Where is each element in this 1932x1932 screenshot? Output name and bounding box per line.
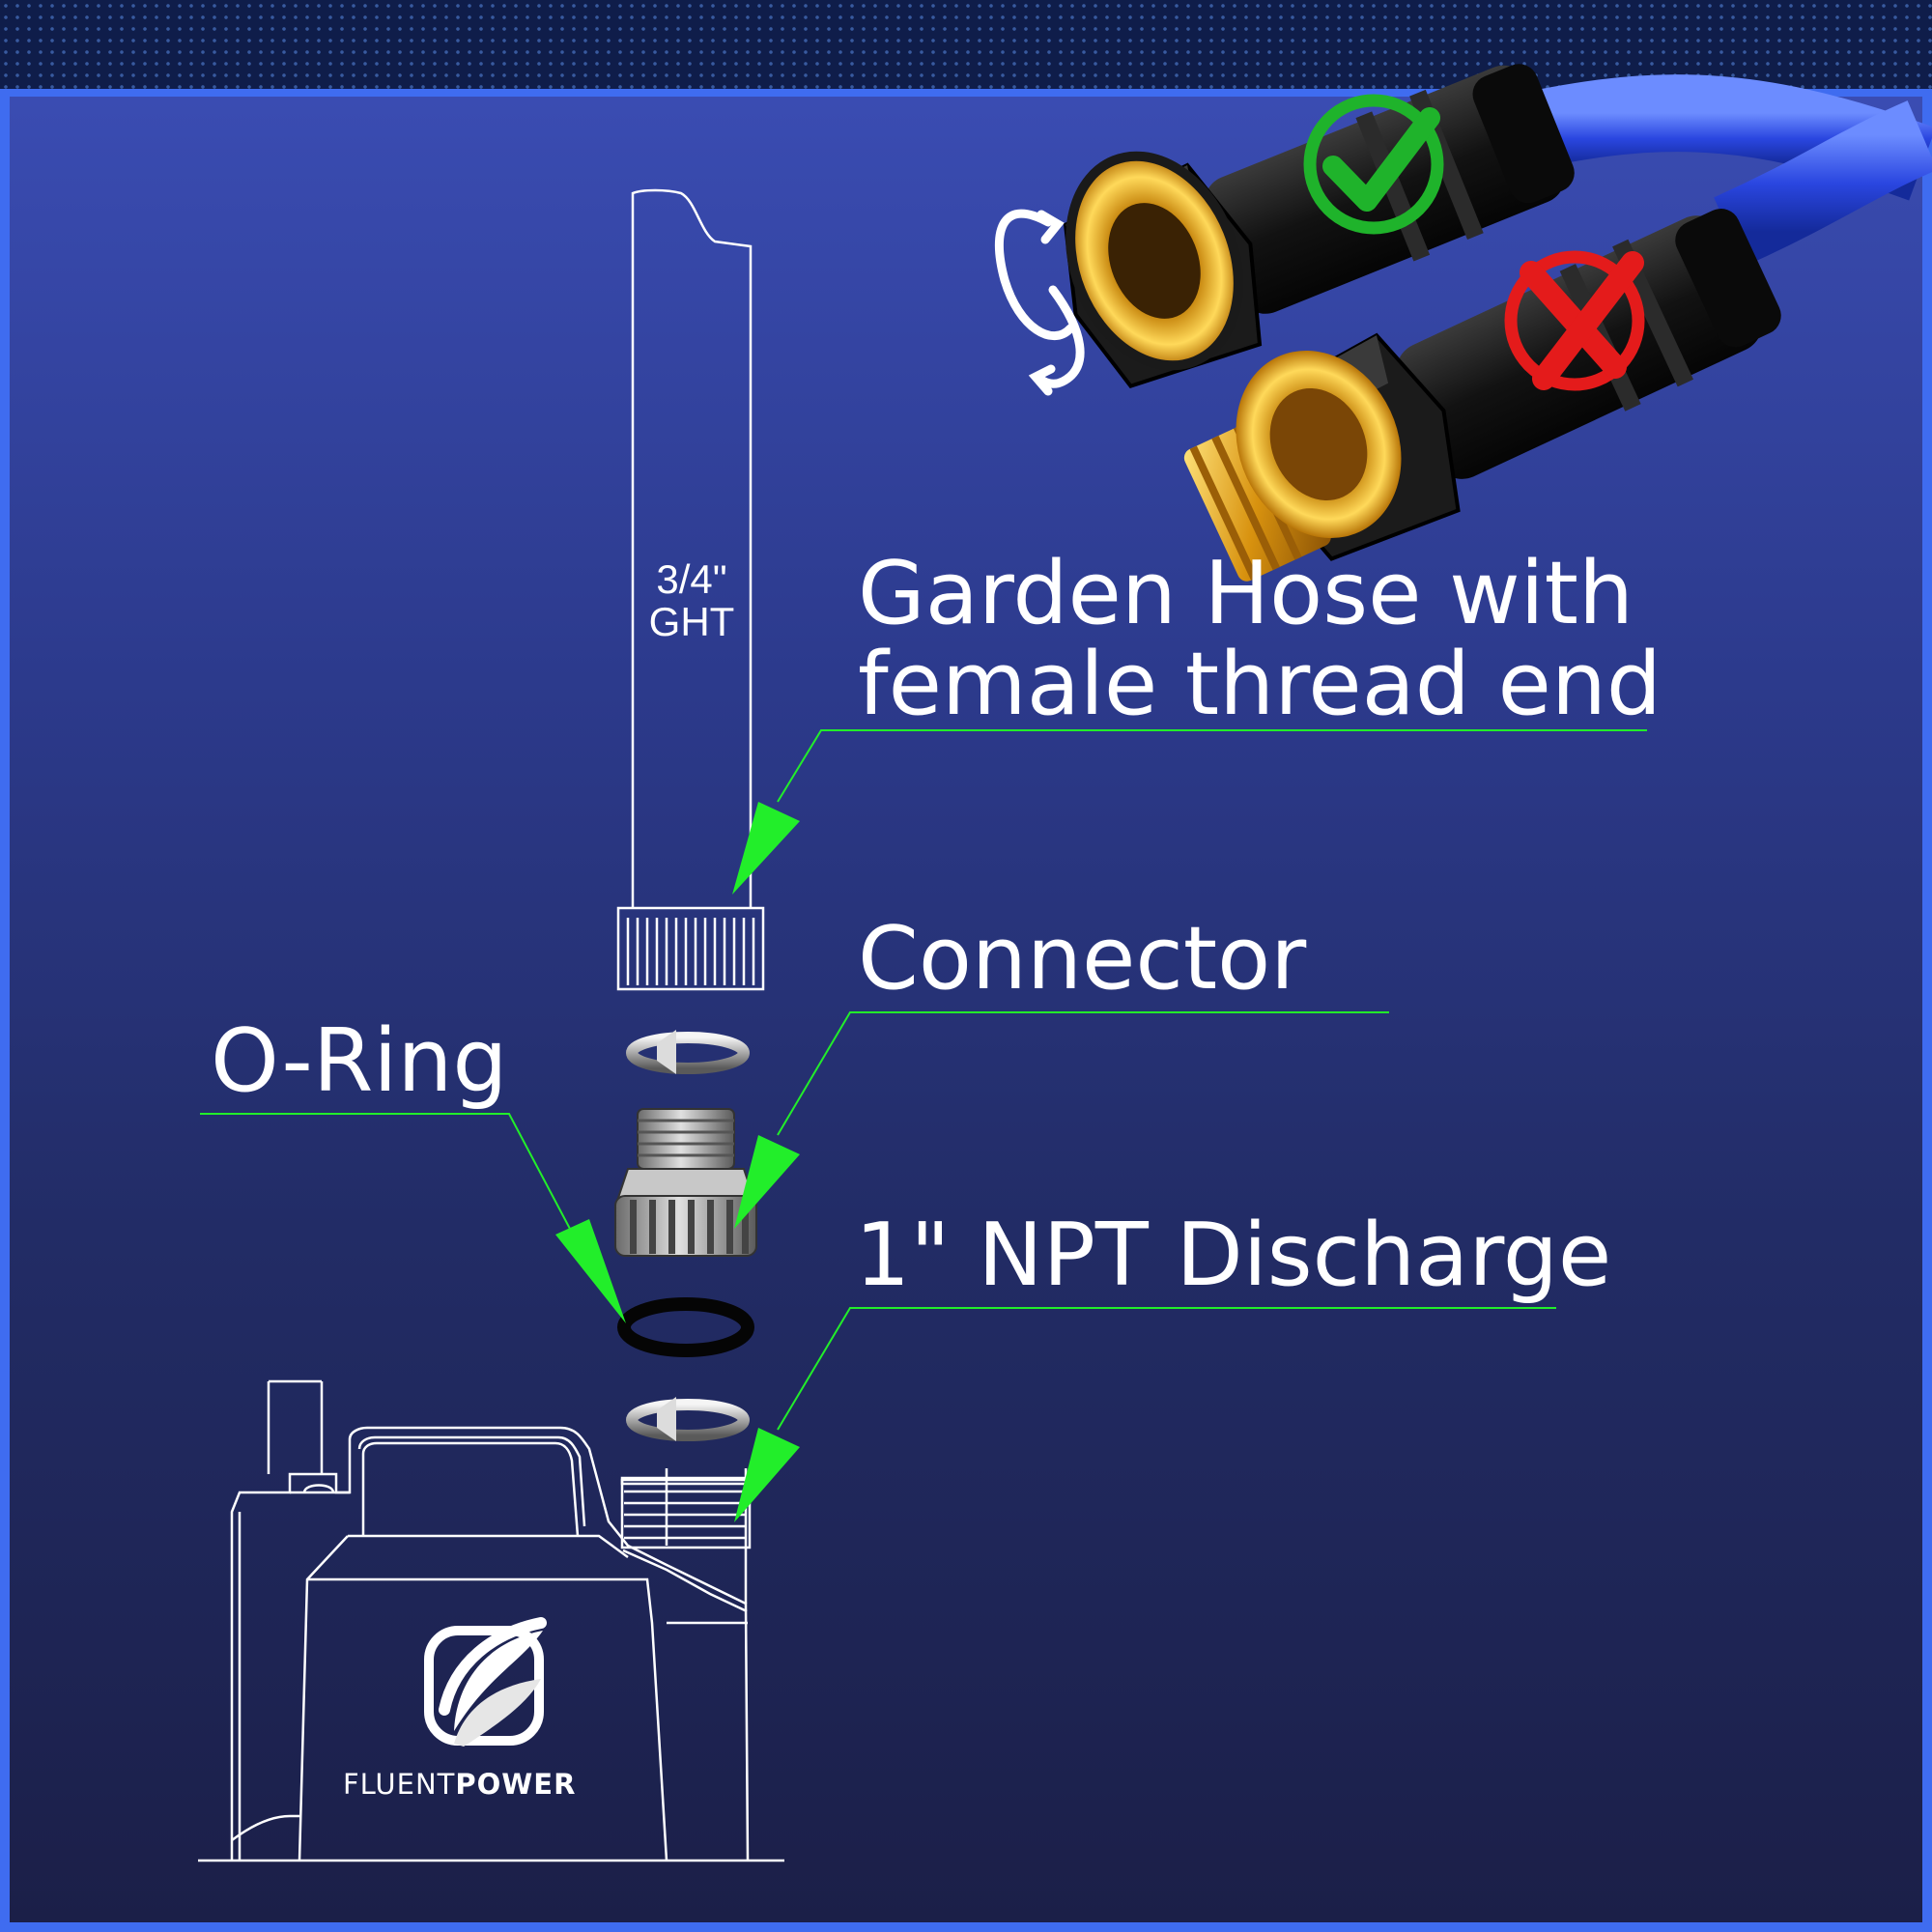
hose-photo bbox=[1063, 64, 1932, 582]
label-garden-hose-line1: Garden Hose with bbox=[858, 543, 1634, 644]
arrowhead-garden-hose bbox=[732, 802, 800, 895]
brand-name-bold: POWER bbox=[455, 1768, 577, 1801]
female-thread-inner bbox=[1108, 203, 1201, 319]
pipe-outline bbox=[631, 188, 753, 908]
callout-garden-hose bbox=[777, 729, 1647, 803]
connector-part bbox=[614, 1108, 757, 1257]
label-o-ring: O-Ring bbox=[211, 1010, 508, 1112]
metal-rotate-arrow-top bbox=[626, 1030, 750, 1074]
brand-name-light: FLUENT bbox=[343, 1768, 456, 1801]
label-connector: Connector bbox=[858, 908, 1307, 1009]
pipe-size-label: 3/4" GHT bbox=[633, 556, 751, 645]
pipe-knurled-end bbox=[616, 906, 765, 991]
arrowhead-connector bbox=[734, 1135, 800, 1229]
cross-circle-icon bbox=[1504, 250, 1645, 391]
label-npt-discharge: 1" NPT Discharge bbox=[855, 1205, 1612, 1306]
arrowhead-o-ring bbox=[555, 1219, 626, 1323]
rotate-arrow-icon bbox=[994, 209, 1085, 396]
callout-lines bbox=[200, 729, 1647, 1431]
check-circle-icon bbox=[1303, 94, 1444, 235]
fluentpower-logo-icon bbox=[424, 1617, 547, 1747]
callout-arrowheads bbox=[555, 802, 800, 1522]
pipe-size: 3/4" bbox=[656, 556, 727, 602]
male-thread-inner bbox=[1269, 387, 1368, 501]
pipe-thread-type: GHT bbox=[648, 599, 735, 645]
dotted-top-band bbox=[0, 0, 1932, 89]
label-garden-hose-line2: female thread end bbox=[858, 633, 1662, 735]
pump-outline bbox=[198, 1379, 784, 1862]
metal-rotate-arrow-bottom bbox=[626, 1397, 750, 1441]
arrowhead-npt bbox=[734, 1428, 800, 1522]
hose-tube-lower bbox=[1714, 100, 1932, 267]
callout-npt bbox=[777, 1307, 1556, 1431]
brand-wordmark: FLUENTPOWER bbox=[343, 1768, 576, 1801]
label-garden-hose: Garden Hose with female thread end bbox=[858, 549, 1662, 729]
callout-connector bbox=[777, 1011, 1389, 1136]
o-ring-part bbox=[617, 1297, 754, 1357]
callout-o-ring bbox=[200, 1113, 571, 1230]
